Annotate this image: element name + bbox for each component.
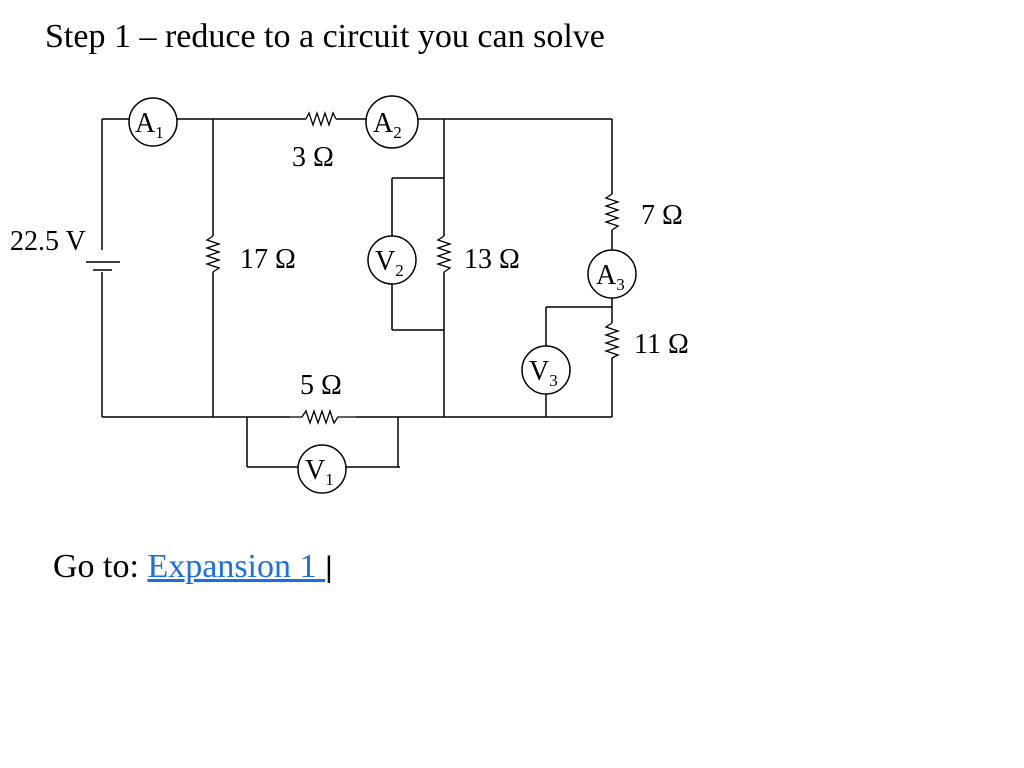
slide-title: Step 1 – reduce to a circuit you can sol… bbox=[45, 18, 605, 55]
resistor-7-ohm bbox=[603, 193, 621, 231]
resistor-3-ohm-label: 3 Ω bbox=[292, 142, 334, 173]
ammeter-a2: A2 bbox=[365, 95, 419, 149]
svg-text:A2: A2 bbox=[373, 108, 402, 142]
voltmeter-v2: V2 bbox=[367, 235, 417, 285]
resistor-5-ohm-label: 5 Ω bbox=[300, 370, 342, 401]
svg-text:V3: V3 bbox=[529, 356, 558, 390]
svg-text:V2: V2 bbox=[375, 246, 404, 280]
svg-text:A1: A1 bbox=[135, 108, 164, 142]
source-voltage-label: 22.5 V bbox=[10, 226, 86, 257]
voltmeter-v1: V1 bbox=[297, 444, 347, 494]
resistor-3-ohm bbox=[305, 110, 337, 128]
nav-separator: | bbox=[325, 551, 333, 584]
circuit-wires bbox=[101, 118, 613, 468]
resistor-7-ohm-label: 7 Ω bbox=[641, 200, 683, 231]
resistor-11-ohm bbox=[603, 322, 621, 359]
expansion-1-link[interactable]: Expansion 1 bbox=[147, 548, 325, 585]
ammeter-a1: A1 bbox=[128, 97, 178, 147]
resistor-17-ohm bbox=[204, 235, 222, 273]
navigation-line: Go to: Expansion 1 | bbox=[53, 548, 333, 586]
resistor-11-ohm-label: 11 Ω bbox=[634, 329, 689, 360]
resistor-17-ohm-label: 17 Ω bbox=[240, 244, 296, 275]
goto-prefix: Go to: bbox=[53, 548, 148, 585]
resistor-13-ohm-label: 13 Ω bbox=[464, 244, 520, 275]
voltmeter-v3: V3 bbox=[521, 345, 571, 395]
resistor-5-ohm bbox=[290, 408, 356, 426]
battery-symbol bbox=[86, 261, 120, 271]
ammeter-a3: A3 bbox=[587, 249, 637, 299]
resistor-13-ohm bbox=[435, 235, 453, 273]
svg-text:A3: A3 bbox=[596, 260, 625, 294]
svg-text:V1: V1 bbox=[305, 455, 334, 489]
